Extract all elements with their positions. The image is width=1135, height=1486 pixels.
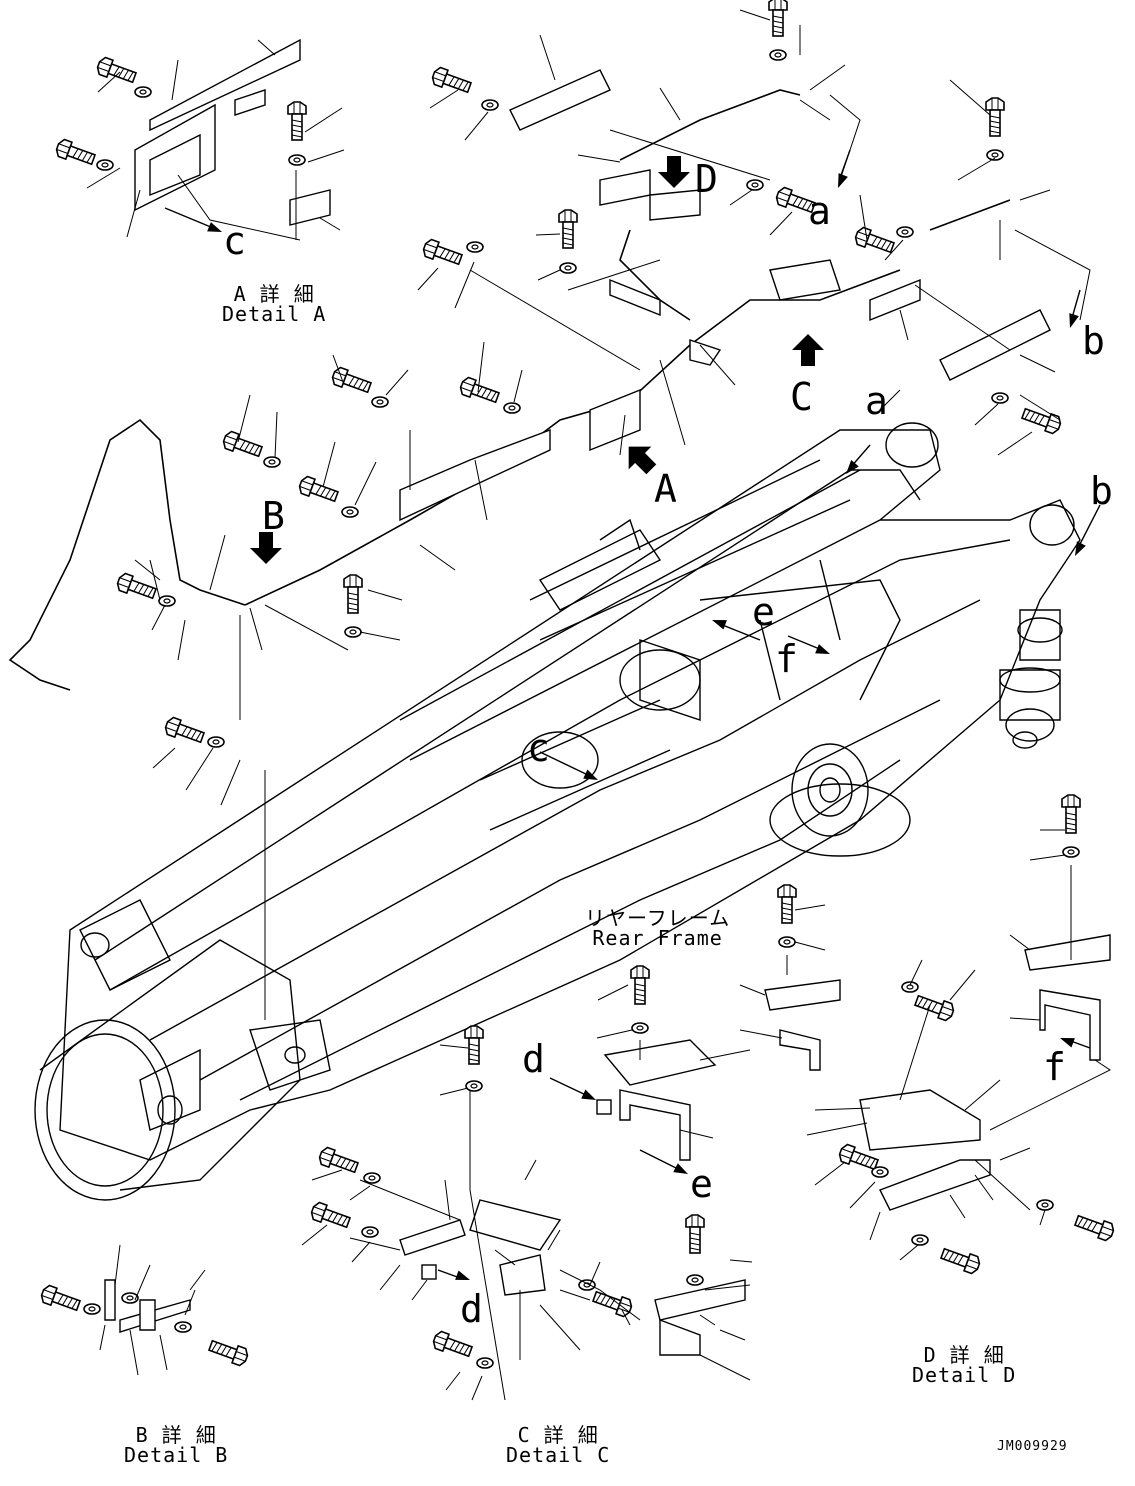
callout-f-frame: f — [775, 637, 798, 681]
pointer-arrows — [250, 156, 824, 564]
caption-detail-b: B 詳 細 Detail B — [124, 1425, 228, 1465]
caption-detail-d-en: Detail D — [912, 1363, 1017, 1387]
harness-brackets — [399, 69, 1051, 522]
caption-detail-c: C 詳 細 Detail C — [506, 1425, 610, 1465]
detail-d-parts — [764, 934, 1111, 1211]
callout-b-upper: b — [1082, 319, 1105, 363]
callout-f-detail-d: f — [1043, 1045, 1066, 1089]
callout-a-frame: a — [865, 379, 888, 423]
caption-detail-c-jp: C 詳 細 — [517, 1423, 599, 1447]
caption-detail-d-jp: D 詳 細 — [923, 1343, 1005, 1367]
front-housing — [34, 899, 331, 1201]
caption-rear-frame: リヤーフレーム Rear Frame — [585, 908, 730, 948]
caption-detail-a: A 詳 細 Detail A — [222, 284, 326, 324]
callout-c-arrow: C — [790, 375, 813, 419]
callout-d-arrow: D — [695, 157, 718, 201]
caption-rear-frame-en: Rear Frame — [592, 926, 723, 950]
callout-c-upper: c — [223, 219, 246, 263]
caption-detail-d: D 詳 細 Detail D — [912, 1345, 1016, 1385]
caption-detail-a-en: Detail A — [222, 302, 327, 326]
leader-lines — [86, 9, 1066, 1401]
callout-e-frame: e — [752, 590, 775, 634]
suspension-cylinder — [999, 609, 1063, 749]
caption-detail-a-jp: A 詳 細 — [233, 282, 315, 306]
caption-rear-frame-jp: リヤーフレーム — [585, 906, 731, 930]
callout-c-frame: c — [527, 726, 550, 770]
callout-d-detail-c-lower: d — [460, 1287, 483, 1331]
arrow-tips — [164, 149, 1101, 1285]
rear-frame — [59, 422, 1081, 1161]
detail-b-parts — [104, 1279, 191, 1333]
callout-b-arrow: B — [262, 494, 285, 538]
callout-a-arrow: A — [654, 467, 677, 511]
caption-detail-c-en: Detail C — [506, 1443, 611, 1467]
callout-d-detail-c: d — [522, 1037, 545, 1081]
caption-detail-b-jp: B 詳 細 — [135, 1423, 217, 1447]
callout-b-frame: b — [1090, 469, 1113, 513]
callout-e-detail-c: e — [690, 1162, 713, 1206]
detail-a-parts — [134, 38, 331, 226]
callout-a-upper: a — [808, 189, 831, 233]
detail-c-parts — [399, 1039, 746, 1356]
drawing-code: JM009929 — [997, 1439, 1068, 1454]
reference-lines — [149, 94, 1111, 1321]
caption-detail-b-en: Detail B — [124, 1443, 229, 1467]
